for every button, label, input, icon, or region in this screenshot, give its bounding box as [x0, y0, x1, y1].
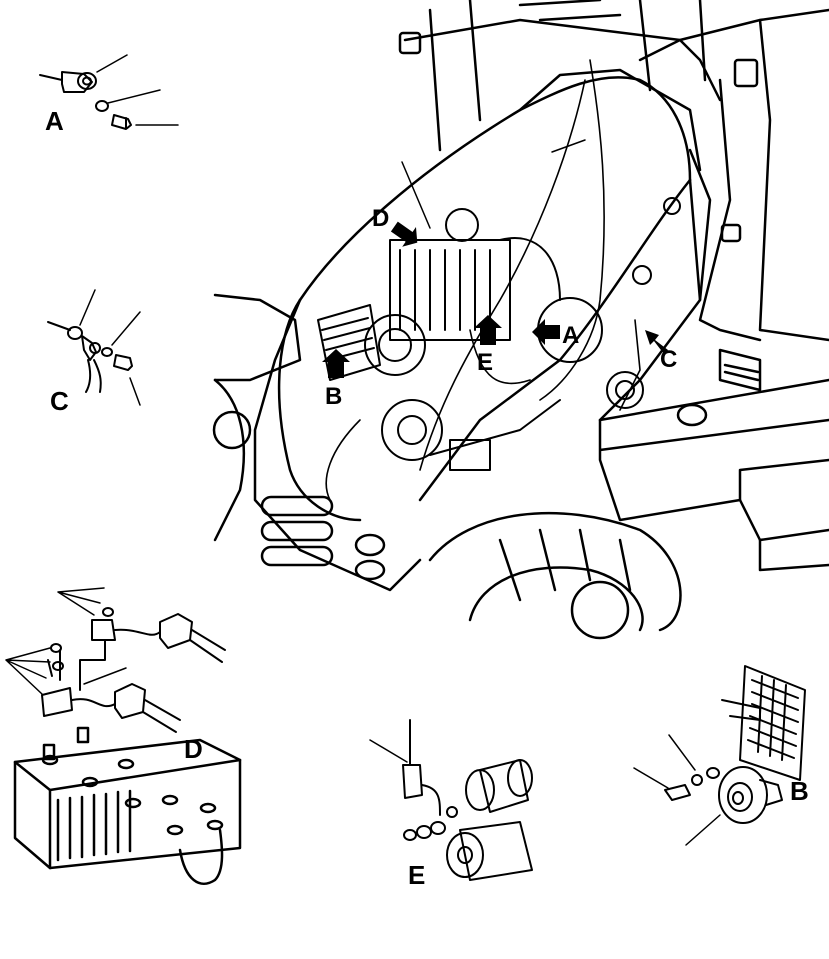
wheels: [212, 293, 682, 640]
arrow-main-b: [322, 349, 350, 378]
machine-main-view: D E A B C: [212, 0, 829, 640]
detail-c: C: [47, 289, 141, 416]
callout-detail-c: C: [50, 386, 69, 416]
callout-detail-d: D: [184, 734, 203, 764]
arrow-main-c: [645, 330, 668, 354]
detail-a-clip: [39, 71, 132, 130]
callout-main-d: D: [372, 205, 389, 232]
battery-cables: [41, 607, 226, 733]
leader-lines-main: [401, 139, 586, 229]
detail-a-leaders: [96, 54, 179, 126]
horn: [664, 766, 783, 824]
starter-motor: [402, 719, 533, 881]
side-platform: [598, 348, 829, 572]
front-grille: [260, 495, 386, 581]
engine-hood: [253, 68, 702, 592]
detail-e: E: [369, 719, 533, 890]
callout-main-c: C: [660, 346, 677, 373]
detail-c-terminal: [47, 321, 133, 393]
arrow-main-e: [474, 315, 502, 345]
cable-harness: [325, 59, 641, 501]
callout-detail-e: E: [408, 860, 425, 890]
detail-b-leaders: [633, 734, 721, 846]
arrow-main-a: [532, 319, 560, 345]
detail-d-leaders: [5, 587, 127, 695]
callout-detail-a: A: [45, 106, 64, 136]
detail-d: D: [5, 587, 242, 885]
detail-e-leaders: [369, 739, 408, 763]
cab-frame: [398, 0, 829, 342]
horn-bracket: [721, 665, 806, 781]
arrow-main-d: [390, 221, 418, 247]
callout-main-a: A: [562, 322, 579, 349]
callout-main-b: B: [325, 383, 342, 410]
detail-c-leaders: [79, 289, 141, 406]
detail-a: A: [39, 54, 179, 136]
callout-main-e: E: [477, 349, 493, 376]
detail-b: B: [633, 665, 809, 846]
battery: [13, 726, 242, 885]
engine-assembly: [317, 197, 681, 471]
callout-detail-b: B: [790, 776, 809, 806]
